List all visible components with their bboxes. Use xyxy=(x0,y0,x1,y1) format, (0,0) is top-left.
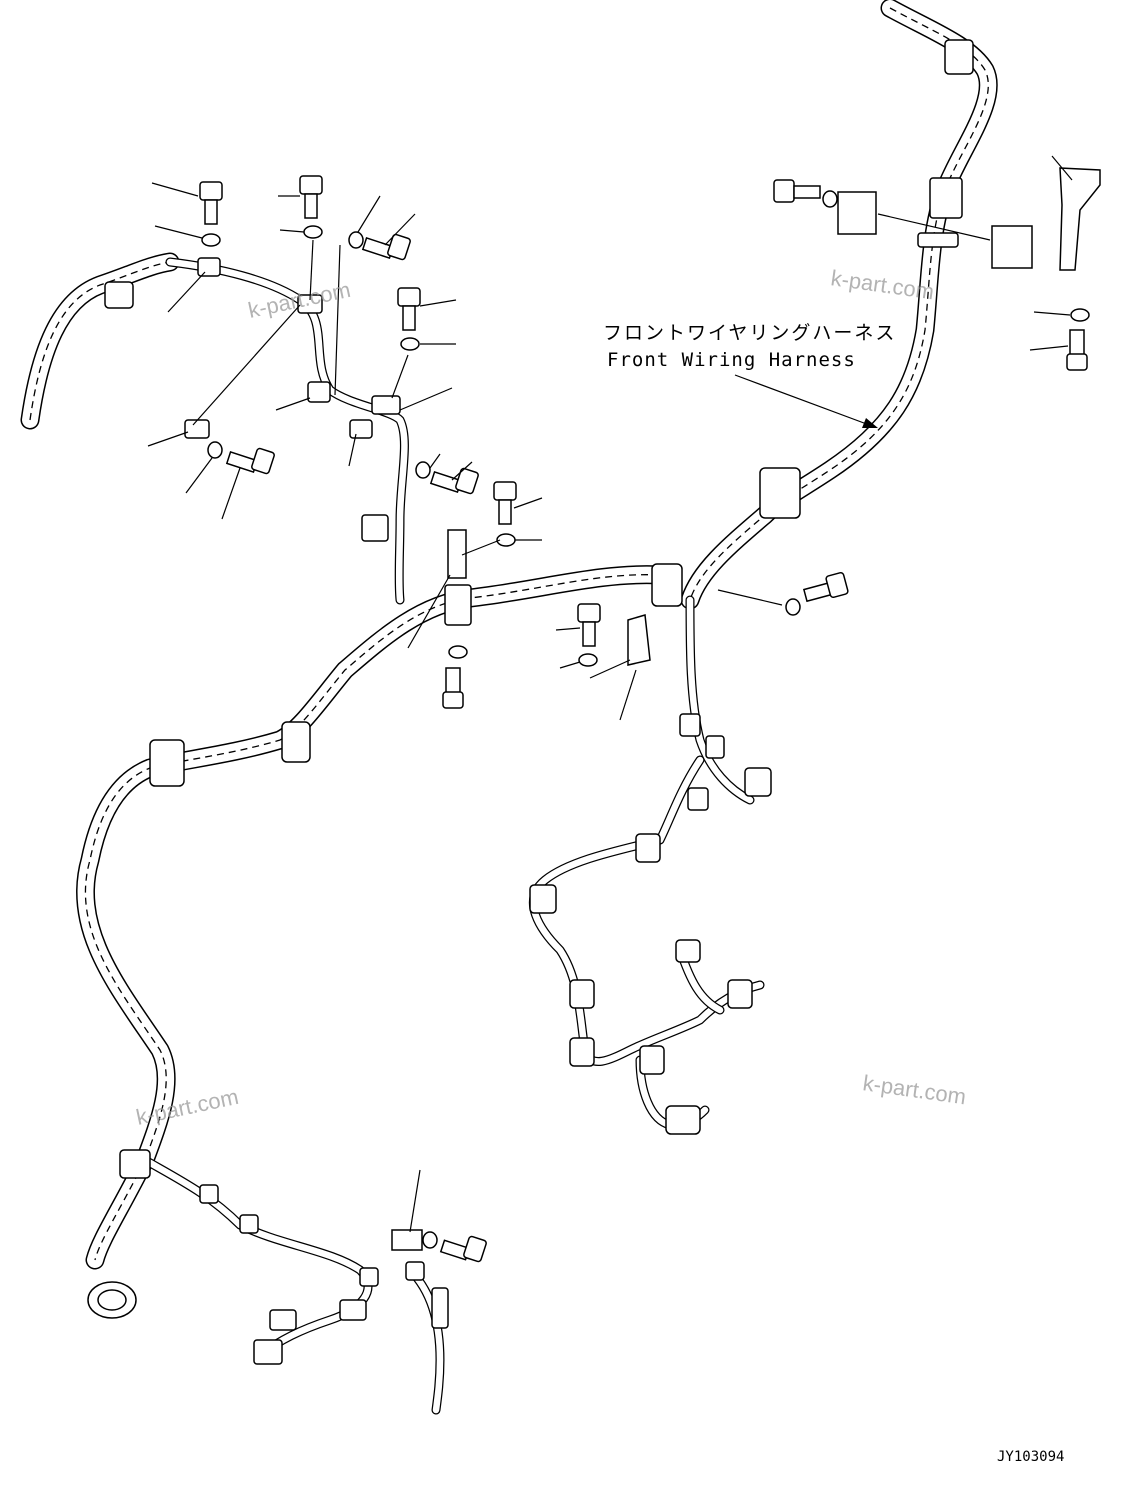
harness-label-english: Front Wiring Harness xyxy=(607,349,856,371)
brackets xyxy=(391,167,1101,1251)
watermark: k-part.com xyxy=(861,1070,967,1109)
leader-lines xyxy=(147,155,1073,1233)
watermark: k-part.com xyxy=(134,1084,241,1130)
harness-wires xyxy=(140,257,765,1415)
harness-callout-arrow xyxy=(734,374,878,428)
connectors xyxy=(87,514,725,1365)
drawing-number: JY103094 xyxy=(997,1449,1064,1465)
bolts xyxy=(199,175,1088,1263)
harness-label-japanese: フロントワイヤリングハーネス xyxy=(603,322,896,344)
harness-clamps xyxy=(104,39,974,1329)
watermark: k-part.com xyxy=(829,265,935,304)
